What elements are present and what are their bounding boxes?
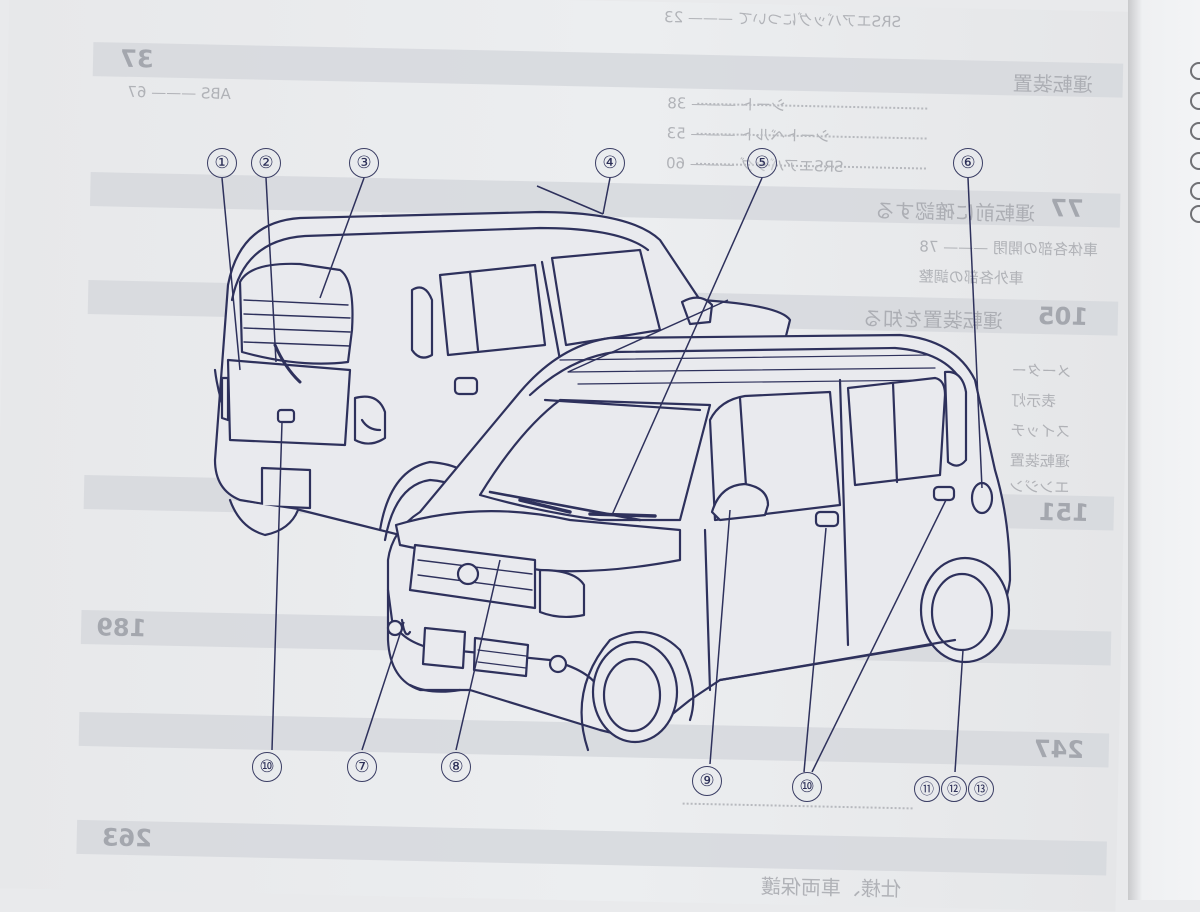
callout-3: ③ (349, 148, 379, 178)
callout-7: ⑦ (347, 752, 377, 782)
callout-10-front: ⑩ (792, 772, 822, 802)
binding-ring (1190, 122, 1200, 140)
callout-12: ⑫ (941, 776, 967, 802)
next-page-edge (1128, 0, 1200, 900)
callout-11: ⑪ (914, 776, 940, 802)
binding-ring (1190, 182, 1200, 200)
rear-vehicle-drawing (213, 210, 792, 542)
callout-10-rear: ⑩ (252, 752, 282, 782)
binding-ring (1190, 205, 1200, 223)
binding-ring (1190, 152, 1200, 170)
callout-leader-lines (221, 177, 983, 773)
callout-4: ④ (595, 148, 625, 178)
callout-5: ⑤ (747, 148, 777, 178)
front-vehicle-drawing (386, 333, 1012, 752)
binding-ring (1190, 62, 1200, 80)
callout-1: ① (207, 148, 237, 178)
callout-6: ⑥ (953, 148, 983, 178)
binding-ring (1190, 92, 1200, 110)
callout-8: ⑧ (441, 752, 471, 782)
callout-2: ② (251, 148, 281, 178)
callout-9: ⑨ (692, 766, 722, 796)
callout-13: ⑬ (968, 776, 994, 802)
